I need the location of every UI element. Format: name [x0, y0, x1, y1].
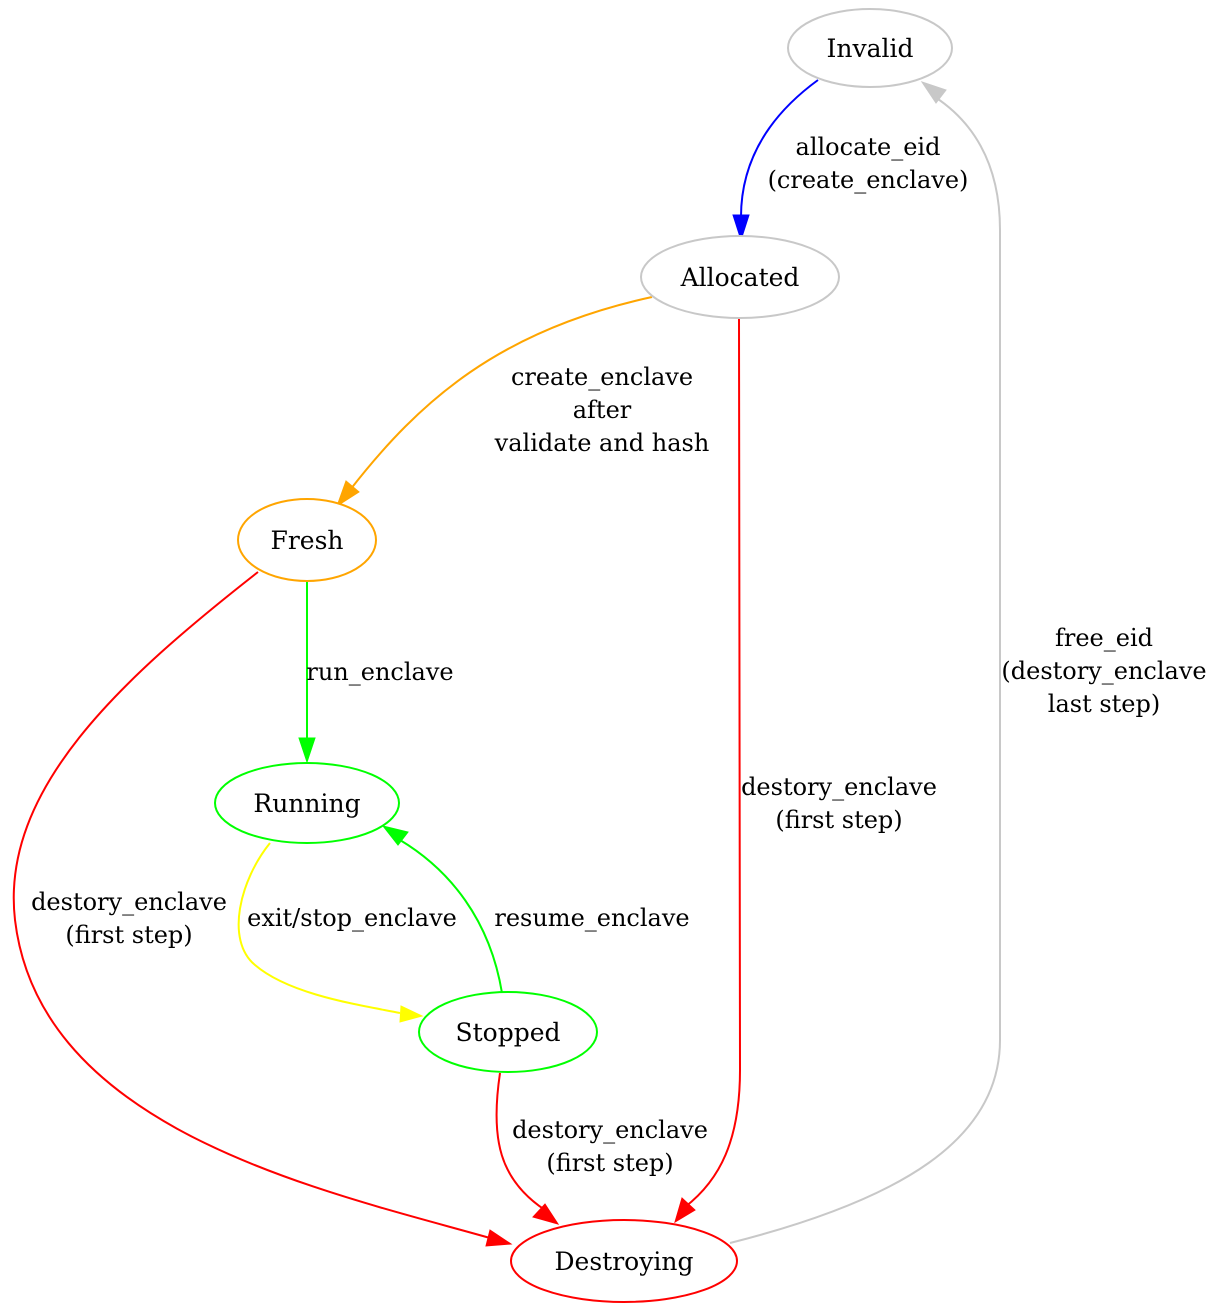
edge-label-line: run_enclave [306, 658, 453, 686]
edge-label-allocated-to-destroying: destory_enclave (first step) [741, 773, 937, 834]
node-destroying: Destroying [510, 1219, 738, 1303]
edge-label-line: (first step) [65, 921, 192, 949]
edge-fresh-to-running [298, 582, 316, 764]
edge-label-line: free_eid [1055, 624, 1153, 652]
node-label-destroying: Destroying [555, 1247, 694, 1276]
edge-label-line: destory_enclave [741, 773, 937, 801]
edge-label-line: exit/stop_enclave [247, 904, 457, 932]
edge-label-line: after [573, 396, 632, 424]
node-invalid: Invalid [787, 8, 953, 88]
node-allocated: Allocated [640, 235, 840, 319]
edge-allocated-to-fresh [336, 296, 653, 508]
edge-label-line: validate and hash [494, 429, 710, 457]
edge-label-stopped-to-running: resume_enclave [494, 904, 689, 932]
edge-destroying-to-invalid [729, 81, 1001, 1244]
node-running: Running [214, 762, 400, 844]
edge-label-line: destory_enclave [512, 1116, 708, 1144]
edge-allocated-to-destroying [674, 317, 742, 1224]
edge-stopped-to-destroying [495, 1072, 560, 1225]
node-label-stopped: Stopped [455, 1018, 560, 1047]
edge-label-line: resume_enclave [494, 904, 689, 932]
edge-stopped-to-running [381, 825, 503, 994]
edge-label-stopped-to-destroying: destory_enclave (first step) [512, 1116, 708, 1177]
edge-invalid-to-allocated [732, 79, 819, 242]
node-label-running: Running [253, 789, 360, 818]
edge-label-running-to-stopped: exit/stop_enclave [247, 904, 457, 932]
edge-label-line: (first step) [775, 806, 902, 834]
edge-label-line: last step) [1048, 690, 1160, 718]
node-fresh: Fresh [237, 498, 377, 582]
node-label-allocated: Allocated [680, 263, 800, 292]
edge-label-invalid-to-allocated: allocate_eid (create_enclave) [768, 133, 969, 194]
node-label-invalid: Invalid [827, 34, 914, 63]
edge-label-line: (create_enclave) [768, 166, 969, 194]
edge-label-line: (destory_enclave [1001, 657, 1206, 685]
edge-label-fresh-to-running: run_enclave [306, 658, 453, 686]
edge-fresh-to-destroying [12, 571, 513, 1247]
node-stopped: Stopped [418, 991, 598, 1073]
edge-running-to-stopped [237, 842, 424, 1023]
edge-label-fresh-to-destroying: destory_enclave (first step) [31, 888, 227, 949]
edge-label-line: (first step) [546, 1149, 673, 1177]
edge-label-line: allocate_eid [796, 133, 941, 161]
edge-label-line: create_enclave [511, 363, 693, 391]
node-label-fresh: Fresh [270, 526, 343, 555]
edge-label-line: destory_enclave [31, 888, 227, 916]
